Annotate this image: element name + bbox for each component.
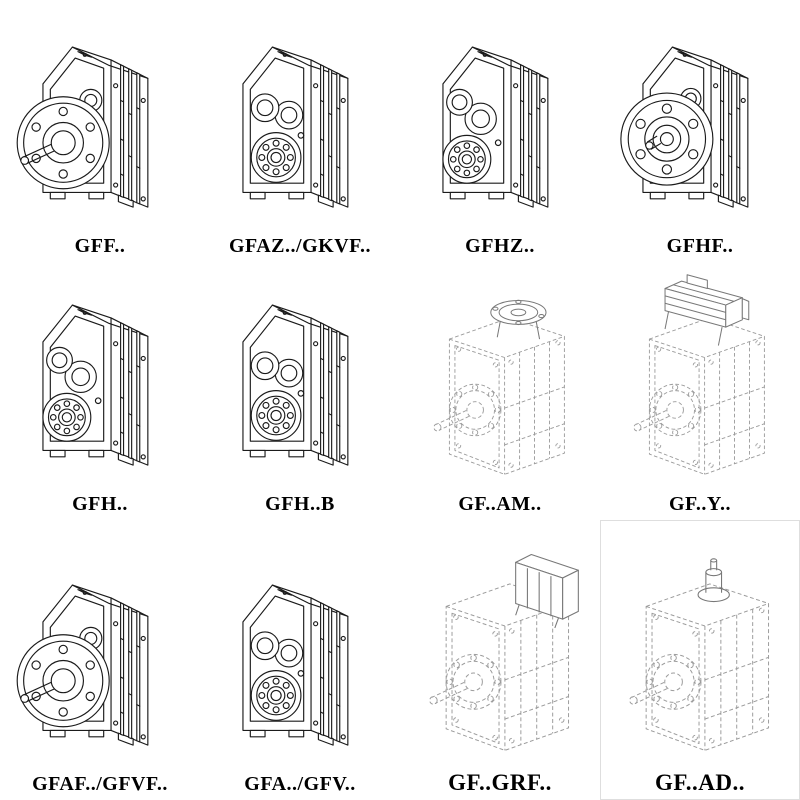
gearbox-label: GFH..: [72, 493, 128, 515]
gearbox-drawing: [408, 12, 592, 233]
gearbox-label: GF..GRF..: [448, 769, 552, 795]
gearbox-label: GF..AM..: [458, 493, 542, 515]
gearbox-label: GFHZ..: [465, 235, 535, 257]
gearbox-drawing: [408, 270, 592, 491]
gearbox-symbol-ref: [17, 47, 148, 207]
gearbox-label: GFAZ../GKVF..: [228, 235, 372, 257]
gearbox-label: GFF..: [74, 235, 126, 257]
gearbox-cell: GFA../GFV..: [200, 520, 400, 800]
gearbox-label: GFAF../GFVF..: [32, 773, 168, 795]
gearbox-symbol-ref: [443, 47, 548, 207]
gearbox-drawing: [208, 12, 392, 233]
gearbox-symbol-ref: [17, 585, 148, 745]
gearbox-label: GF..AD..: [654, 769, 746, 795]
gearbox-cell: GFHF..: [600, 0, 800, 262]
gearbox-cell: GF..AD..: [600, 520, 800, 800]
gearbox-drawing: [8, 12, 192, 233]
gearbox-drawing: [8, 270, 192, 491]
gearbox-cell: GFAF../GFVF..: [0, 520, 200, 800]
gearbox-cell: GF..AM..: [400, 262, 600, 520]
gearbox-symbol-ref: [621, 47, 748, 207]
gearbox-symbol-ref: [634, 275, 764, 475]
gearbox-symbol-ref: [243, 305, 348, 465]
gearbox-symbol-ref: [434, 300, 564, 474]
gearbox-drawing: [208, 550, 392, 771]
gearbox-symbol-ref: [243, 47, 348, 207]
gearbox-cell: GFH..B: [200, 262, 400, 520]
gearbox-cell: GFAZ../GKVF..: [200, 0, 400, 262]
gearbox-symbol-ref: [430, 554, 579, 750]
gearbox-label: GFHF..: [666, 235, 734, 257]
gearbox-drawing: [402, 533, 598, 768]
gearbox-drawing: [608, 270, 792, 491]
gearbox-drawing: [8, 550, 192, 771]
gearbox-drawing: [602, 533, 798, 768]
gearbox-label: GFH..B: [265, 493, 335, 515]
gearbox-cell: GFF..: [0, 0, 200, 262]
gearbox-label: GF..Y..: [668, 493, 732, 515]
gearbox-cell: GF..Y..: [600, 262, 800, 520]
gearbox-symbol-ref: [630, 559, 769, 751]
gearbox-symbol-ref: [243, 585, 348, 745]
gearbox-drawing: [608, 12, 792, 233]
gearbox-cell: GF..GRF..: [400, 520, 600, 800]
gearbox-drawing: [208, 270, 392, 491]
gearbox-label: GFA../GFV..: [244, 773, 356, 795]
gearbox-cell: GFH..: [0, 262, 200, 520]
gearbox-symbol-ref: [43, 305, 148, 465]
gearbox-cell: GFHZ..: [400, 0, 600, 262]
